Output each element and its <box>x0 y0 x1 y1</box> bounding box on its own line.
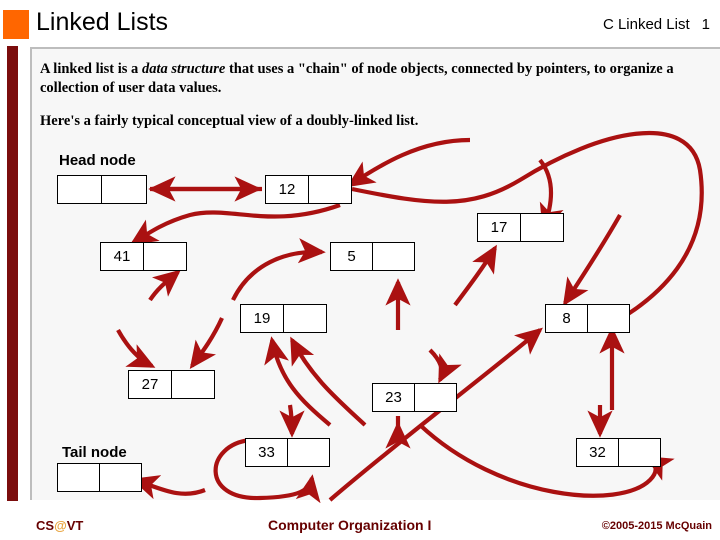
node-pointer-cell <box>415 384 456 411</box>
list-node-tail <box>57 463 142 492</box>
logo-cs: CS <box>36 518 55 533</box>
node-pointer-cell <box>100 464 141 491</box>
paragraph-intro: Here's a fairly typical conceptual view … <box>40 113 419 129</box>
node-data-cell: 12 <box>266 176 309 203</box>
node-pointer-cell <box>288 439 329 466</box>
page-title: Linked Lists <box>36 8 169 36</box>
node-data-cell <box>58 464 100 491</box>
list-node-n41: 41 <box>100 242 187 271</box>
list-node-n12: 12 <box>265 175 352 204</box>
node-data-cell: 5 <box>331 243 373 270</box>
list-node-n17: 17 <box>477 213 564 242</box>
left-accent-bar <box>7 46 18 501</box>
logo-vt: VT <box>66 518 84 533</box>
node-data-cell: 23 <box>373 384 415 411</box>
logo-at-icon: @ <box>54 518 67 533</box>
list-node-n5: 5 <box>330 242 415 271</box>
node-pointer-cell <box>144 243 186 270</box>
list-node-n33: 33 <box>245 438 330 467</box>
slide-number: 1 <box>701 16 710 33</box>
node-data-cell: 33 <box>246 439 288 466</box>
list-node-head <box>57 175 147 204</box>
footer-copyright: ©2005-2015 McQuain <box>601 520 712 532</box>
para1-before: A linked list is a <box>40 61 142 77</box>
paragraph-definition: A linked list is a data structure that u… <box>40 60 700 98</box>
para1-after: that uses a "chain" of node objects, con… <box>40 61 674 96</box>
node-pointer-cell <box>284 305 326 332</box>
node-pointer-cell <box>102 176 146 203</box>
node-data-cell: 32 <box>577 439 619 466</box>
node-data-cell: 17 <box>478 214 521 241</box>
list-node-n27: 27 <box>128 370 215 399</box>
head-node-label: Head node <box>59 152 136 169</box>
node-pointer-cell <box>172 371 214 398</box>
node-pointer-cell <box>588 305 629 332</box>
header-course-info: C Linked List 1 <box>603 16 710 33</box>
node-data-cell: 8 <box>546 305 588 332</box>
footer-course-title: Computer Organization I <box>268 517 432 533</box>
node-pointer-cell <box>619 439 660 466</box>
para1-emphasis: data structure <box>141 61 226 77</box>
node-pointer-cell <box>309 176 351 203</box>
tail-node-label: Tail node <box>62 444 127 461</box>
node-data-cell: 41 <box>101 243 144 270</box>
cs-at-vt-logo: CS@VT <box>36 518 83 533</box>
list-node-n8: 8 <box>545 304 630 333</box>
list-node-n23: 23 <box>372 383 457 412</box>
list-node-n19: 19 <box>240 304 327 333</box>
title-bullet-icon <box>3 10 29 39</box>
node-data-cell: 27 <box>129 371 172 398</box>
node-data-cell: 19 <box>241 305 284 332</box>
list-node-n32: 32 <box>576 438 661 467</box>
node-data-cell <box>58 176 103 203</box>
course-label: C Linked List <box>602 16 690 33</box>
node-pointer-cell <box>373 243 414 270</box>
node-pointer-cell <box>521 214 563 241</box>
